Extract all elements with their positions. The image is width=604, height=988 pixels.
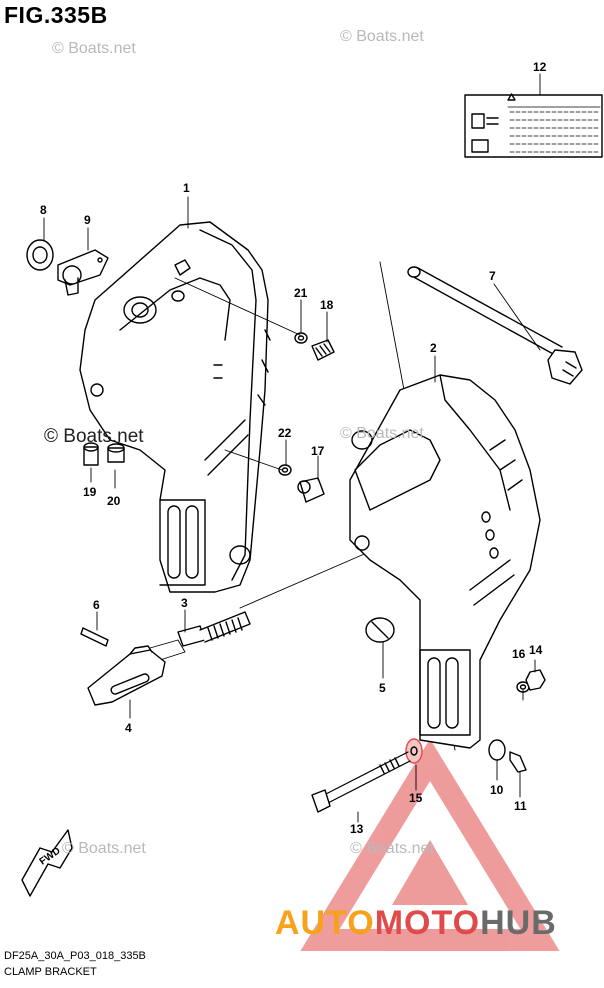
callout-21: 21 <box>294 286 308 300</box>
callout-4: 4 <box>125 721 132 735</box>
watermark-top-left: © Boats.net <box>52 40 136 57</box>
bolt-17 <box>297 477 325 503</box>
callout-15: 15 <box>409 791 423 805</box>
callout-10: 10 <box>490 783 504 797</box>
bolt-19 <box>83 442 99 466</box>
pin-6 <box>80 627 109 647</box>
washer-21 <box>294 332 308 344</box>
bolt-11 <box>509 751 527 773</box>
callout-3: 3 <box>181 596 188 610</box>
brand-part-3: HUB <box>480 904 557 942</box>
leader-lines <box>43 73 541 823</box>
callout-2: 2 <box>430 341 437 355</box>
brand-logo-text: AUTOMOTOHUB <box>275 904 557 943</box>
bolt-13 <box>311 751 411 813</box>
callout-19: 19 <box>83 485 97 499</box>
watermark-middle-left: © Boats.net <box>44 426 144 447</box>
callout-20: 20 <box>107 494 121 508</box>
spring-3 <box>149 611 251 661</box>
callout-5: 5 <box>379 681 386 695</box>
callout-14: 14 <box>529 643 543 657</box>
lever-4 <box>87 645 166 706</box>
callout-8: 8 <box>40 203 47 217</box>
brand-part-2: MOTO <box>374 904 481 942</box>
callout-16: 16 <box>512 647 526 661</box>
washer-22 <box>278 464 292 476</box>
callout-7: 7 <box>489 269 496 283</box>
watermark-top-right: © Boats.net <box>340 28 424 45</box>
callout-6: 6 <box>93 598 100 612</box>
callout-17: 17 <box>311 444 325 458</box>
seal-8 <box>26 239 54 271</box>
cap-5 <box>365 617 395 643</box>
callout-1: 1 <box>183 181 190 195</box>
brand-triangle-logo <box>300 738 560 951</box>
washer-15 <box>405 738 423 764</box>
bolt-18 <box>311 339 335 361</box>
clamp-bracket-left <box>79 221 271 593</box>
caution-label-12 <box>464 93 603 158</box>
callout-9: 9 <box>84 213 91 227</box>
clamp-bracket-right <box>349 374 541 749</box>
washer-20 <box>107 443 125 463</box>
figure-code: DF25A_30A_P03_018_335B <box>4 950 146 962</box>
watermark-bottom-left: © Boats.net <box>62 840 146 857</box>
callout-11: 11 <box>514 799 527 813</box>
page-title: FIG.335B <box>4 2 108 28</box>
watermark-bottom-right: © Boats.net <box>350 840 434 857</box>
callout-13: 13 <box>350 822 364 836</box>
callout-22: 22 <box>278 426 292 440</box>
callout-18: 18 <box>320 298 334 312</box>
callout-numbers: 1 2 3 4 5 6 7 8 9 10 11 12 13 14 15 16 1… <box>40 60 547 836</box>
tilt-tube-7 <box>407 266 583 385</box>
bushing-9 <box>57 249 109 296</box>
fwd-arrow <box>21 829 73 897</box>
figure-subtitle: CLAMP BRACKET <box>4 966 97 978</box>
callout-12: 12 <box>533 60 547 74</box>
watermark-middle-right: © Boats.net <box>340 425 424 442</box>
brand-part-1: AUTO <box>275 904 375 942</box>
nut-14 <box>525 669 546 691</box>
washer-10 <box>488 739 506 761</box>
